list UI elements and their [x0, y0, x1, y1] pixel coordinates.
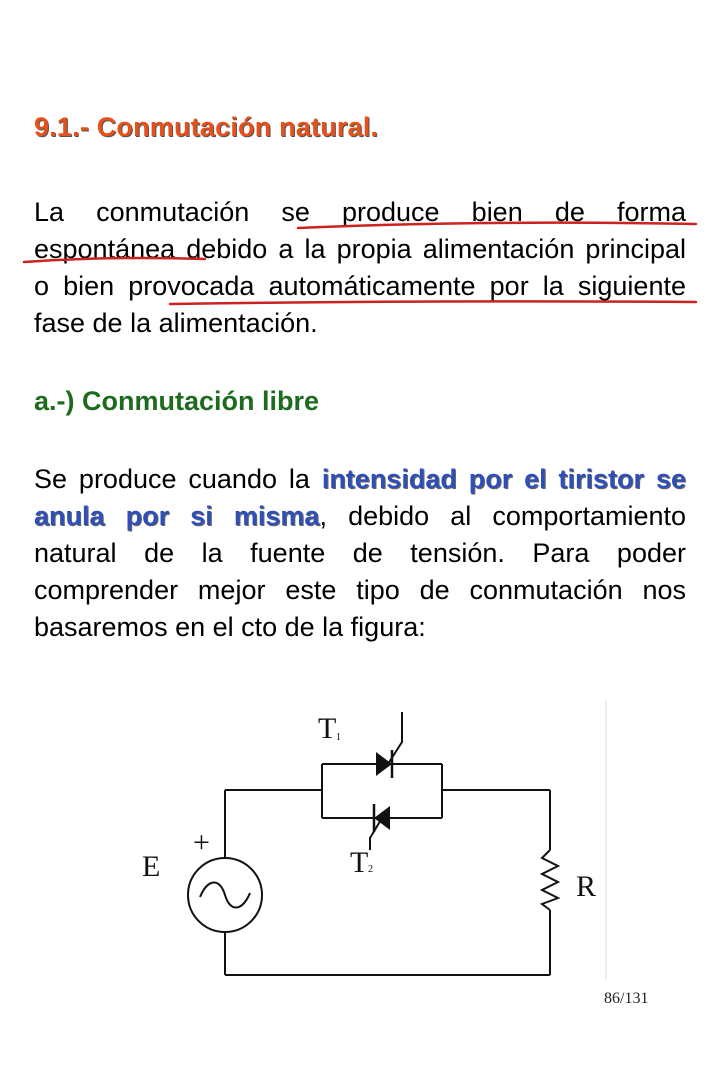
subsection-heading: a.-) Conmutación libre	[34, 386, 320, 416]
resistor-zigzag	[539, 849, 561, 911]
paragraph-suffix: , debido al comportamiento natural de la…	[34, 501, 687, 642]
source-label: E	[142, 850, 160, 883]
circuit-diagram: T 1 T 2 + E R	[142, 700, 607, 980]
sine-wave-icon	[199, 881, 251, 909]
voltage-source-circle	[187, 857, 263, 933]
section-heading: 9.1.- Conmutación natural.	[34, 112, 379, 142]
paragraph-natural-commutation: La conmutación se produce bien de forma …	[34, 197, 686, 338]
page-number: 86/131	[604, 990, 649, 1007]
emphasized-phrase: intensidad por el tiristor se anula por …	[34, 464, 686, 531]
thyristor1-gate	[387, 712, 403, 765]
paragraph-free-commutation: Se produce cuando la intensidad por el t…	[34, 461, 686, 646]
thyristor1-subscript: 1	[336, 732, 341, 743]
thyristor2-label: T	[350, 846, 368, 879]
resistor-label: R	[576, 870, 596, 903]
thyristor1-label: T	[318, 712, 336, 745]
thyristor1-icon	[376, 752, 392, 776]
thyristor2-icon	[374, 806, 390, 830]
thyristor2-subscript: 2	[368, 864, 373, 875]
paragraph-prefix: Se produce cuando la	[34, 464, 322, 494]
plus-sign: +	[193, 826, 210, 859]
thyristor2-gate	[369, 817, 383, 850]
